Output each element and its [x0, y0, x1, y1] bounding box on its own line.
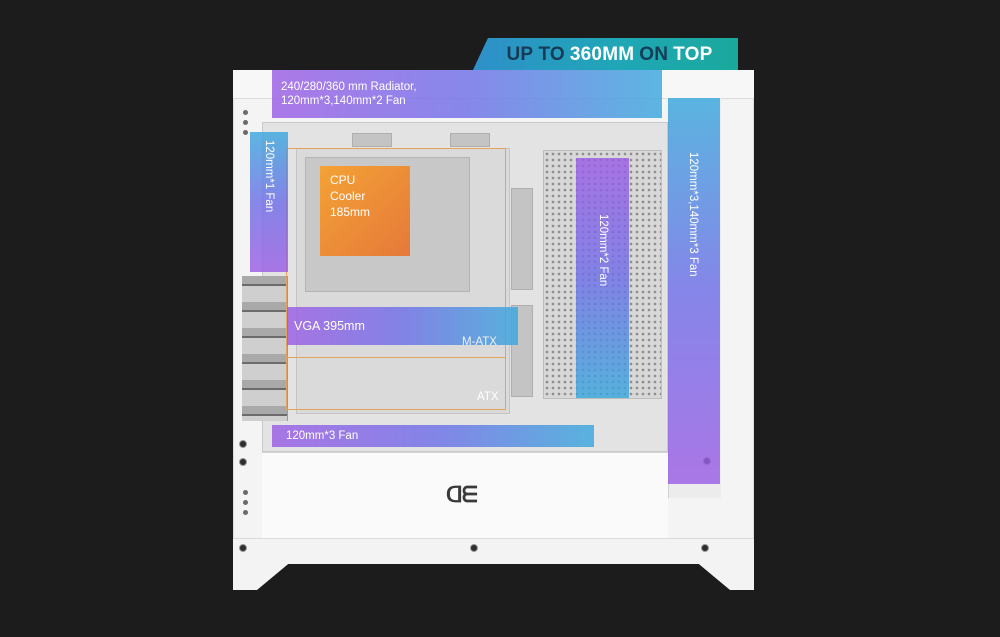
screw-dot — [243, 120, 248, 125]
psu-shroud — [262, 452, 668, 539]
cable-grommet-side-1 — [511, 188, 533, 290]
cable-grommet-top-1 — [352, 133, 392, 147]
top-radiator-label-line2: 120mm*3,140mm*2 Fan — [281, 95, 406, 107]
banner-text-size: 360MM — [569, 44, 635, 65]
vga-length-zone — [287, 307, 518, 345]
expansion-slot-brackets — [242, 276, 288, 421]
screw-dot — [243, 130, 248, 135]
cpu-label-line3: 185mm — [330, 205, 371, 219]
bottom-fan-zone — [272, 425, 594, 447]
top-radiator-label-line1: 240/280/360 mm Radiator, — [281, 81, 417, 93]
cpu-cooler-label: CPU Cooler 185mm — [330, 172, 370, 220]
vga-length-label: VGA 395mm — [294, 319, 365, 333]
top-radiator-zone — [272, 70, 662, 118]
middle-fan-zone — [576, 158, 629, 398]
middle-fan-label: 120mm*2 Fan — [597, 214, 609, 287]
screw-dot — [243, 490, 248, 495]
screw-dot — [243, 110, 248, 115]
screw-hole — [239, 440, 247, 448]
brand-logo: ᗡᗴ — [446, 482, 478, 507]
cpu-label-line2: Cooler — [330, 189, 366, 203]
rear-fan-label: 120mm*1 Fan — [263, 140, 275, 213]
screw-hole — [239, 544, 247, 552]
banner-text-on: ON — [639, 44, 669, 65]
cpu-cooler-zone — [320, 166, 410, 256]
case-foot-right — [694, 560, 754, 590]
screw-dot — [243, 510, 248, 515]
cpu-label-line1: CPU — [330, 173, 356, 187]
screw-dot — [243, 500, 248, 505]
top-radiator-label: 240/280/360 mm Radiator, 120mm*3,140mm*2… — [281, 80, 417, 108]
cable-grommet-top-2 — [450, 133, 490, 147]
case-bottom-rail — [233, 538, 754, 564]
screw-hole — [239, 458, 247, 466]
front-fan-label: 120mm*3,140mm*3 Fan — [687, 152, 699, 277]
banner-text-up-to: UP TO — [506, 44, 565, 65]
bottom-fan-label: 120mm*3 Fan — [286, 430, 359, 442]
top-radiator-banner: UP TO 360MM ON TOP — [472, 38, 738, 72]
rear-fan-zone — [250, 132, 288, 272]
screw-hole — [470, 544, 478, 552]
case-foot-left — [233, 560, 293, 590]
screw-hole — [701, 544, 709, 552]
atx-label: ATX — [477, 391, 499, 403]
banner-text-top: TOP — [673, 44, 713, 65]
front-fan-zone — [668, 98, 720, 484]
matx-label: M-ATX — [462, 336, 497, 348]
